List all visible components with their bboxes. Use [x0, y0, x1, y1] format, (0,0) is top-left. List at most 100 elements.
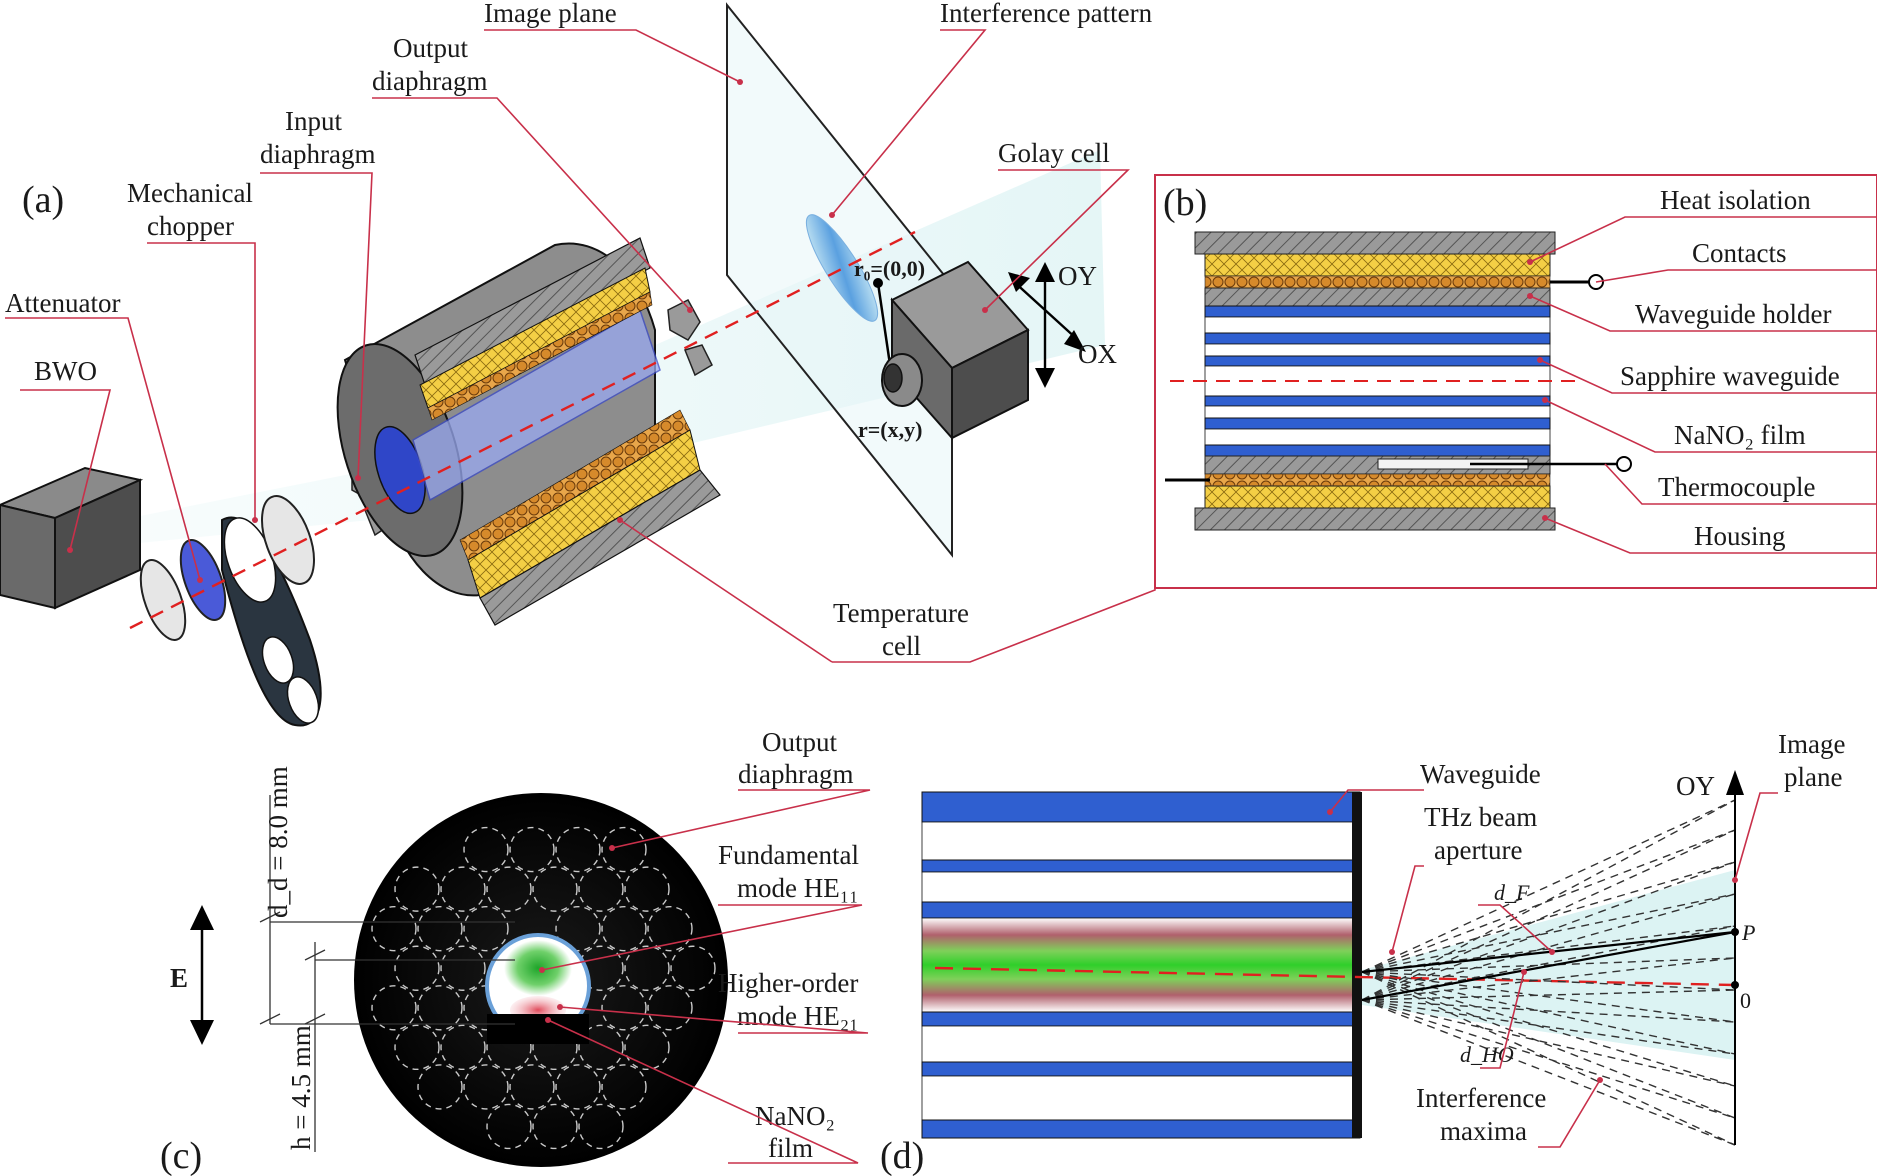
contacts-label: Contacts — [1692, 238, 1787, 268]
fiber-ring — [624, 1024, 670, 1071]
panel-b-label: (b) — [1163, 182, 1207, 224]
fiber-ring — [578, 1103, 624, 1150]
leader-lines-d — [1327, 789, 1778, 1148]
interference-ray — [1361, 799, 1736, 973]
fiber-ring — [555, 826, 601, 873]
fiber-ring — [463, 905, 509, 952]
panel-a-label: (a) — [22, 179, 64, 221]
fiber-ring — [440, 866, 486, 912]
e-field-label: E — [170, 963, 188, 993]
fiber-ring — [417, 1064, 463, 1110]
interference-ray — [1361, 799, 1736, 1001]
interference-ray — [1361, 999, 1736, 1023]
fiber-ring — [647, 985, 693, 1031]
interference-ray — [1361, 971, 1736, 1023]
fiber-ring — [601, 826, 647, 873]
fiber-ring — [371, 905, 417, 952]
interference-ray — [1361, 971, 1736, 1055]
interference-ray — [1361, 989, 1736, 1001]
interference-ray — [1361, 861, 1736, 973]
fiber-ring — [394, 1024, 440, 1071]
waveguide-holder-label: Waveguide holder — [1635, 299, 1832, 329]
interference-maxima-label-2: maxima — [1440, 1116, 1527, 1146]
c-nano2-film-label-1: NaNO₂ — [755, 1101, 835, 1131]
fiber-ring — [624, 945, 670, 991]
fiber-ring — [555, 905, 601, 952]
temperature-cell-label-2: cell — [882, 631, 921, 661]
dF-label: d_F — [1494, 880, 1530, 905]
housing-label: Housing — [1694, 521, 1786, 551]
h-dimension-label: h = 4.5 mm — [286, 1025, 316, 1150]
panel-b: (b) — [1154, 174, 1877, 589]
output-diaphragm-label-1: Output — [393, 33, 469, 63]
interference-ray — [1361, 971, 1736, 1087]
fiber-ring — [394, 866, 440, 912]
fiber-ring — [371, 985, 417, 1031]
fiber-ring — [578, 866, 624, 912]
sapphire-waveguide-label: Sapphire waveguide — [1620, 361, 1840, 391]
beam-aperture-label-2: aperture — [1434, 835, 1522, 865]
bwo-label: BWO — [34, 356, 97, 386]
c-output-diaphragm-label-2: diaphragm — [738, 759, 853, 789]
fundamental-mode-label-1: Fundamental — [718, 840, 859, 870]
fiber-ring — [440, 945, 486, 991]
higher-order-mode-label-1: Higher-order — [718, 968, 858, 998]
fiber-ring — [555, 1064, 601, 1110]
fundamental-mode-spot — [504, 940, 572, 996]
c-output-diaphragm-label-1: Output — [762, 727, 838, 757]
fiber-ring — [624, 866, 670, 912]
fiber-ring — [417, 985, 463, 1031]
axis-arrows — [1008, 262, 1086, 388]
interference-ray — [1361, 999, 1736, 1146]
fiber-ring — [463, 1064, 509, 1110]
interference-maxima-label-1: Interference — [1416, 1083, 1546, 1113]
interference-ray — [1361, 971, 1736, 1146]
path-lines — [1361, 930, 1736, 1002]
chopper-label-1: Mechanical — [127, 178, 253, 208]
interference-ray — [1361, 829, 1736, 1001]
fiber-ring — [578, 1024, 624, 1071]
fiber-ring — [463, 826, 509, 873]
attenuator-label: Attenuator — [5, 288, 120, 318]
fundamental-mode-label-2: mode HE₁₁ — [737, 873, 859, 903]
waveguide-stack — [921, 791, 1362, 1139]
mechanical-chopper — [221, 516, 322, 727]
output-diaphragm-label-2: diaphragm — [372, 66, 487, 96]
input-diaphragm-label-2: diaphragm — [260, 139, 375, 169]
interference-ray — [1361, 861, 1736, 1001]
r0-label: r₀=(0,0) — [854, 256, 925, 281]
attenuator-window — [139, 559, 187, 641]
panel-d-label: (d) — [880, 1135, 924, 1176]
fiber-ring — [486, 1103, 532, 1150]
dd-dimension-label: d_d = 8.0 mm — [263, 766, 293, 918]
temperature-cell — [336, 237, 721, 626]
panel-b-frame — [1154, 174, 1877, 589]
fiber-ring — [601, 1064, 647, 1110]
interference-pattern — [805, 214, 879, 322]
fiber-ring — [670, 945, 716, 991]
input-window — [261, 495, 315, 585]
d-image-plane-label-1: Image — [1778, 729, 1845, 759]
e-field-arrow — [190, 905, 214, 1045]
r-label: r=(x,y) — [858, 417, 922, 442]
higher-order-mode-label-2: mode HE₂₁ — [737, 1001, 859, 1031]
d-image-plane-label-2: plane — [1784, 762, 1842, 792]
interference-ray — [1361, 999, 1736, 1087]
optical-axis — [129, 230, 916, 630]
leader-lines-b — [1527, 216, 1877, 554]
waveguide-section — [1165, 231, 1632, 531]
d-oy-label: OY — [1676, 771, 1715, 801]
panel-d: (d) OY P 0 — [880, 729, 1845, 1176]
image-plane-label: Image plane — [484, 0, 617, 28]
panel-c-label: (c) — [160, 1135, 202, 1176]
waveguide-label: Waveguide — [1420, 759, 1541, 789]
fiber-ring — [417, 905, 463, 952]
fiber-ring — [486, 866, 532, 912]
panel-a: (a) — [0, 0, 1156, 727]
interference-ray — [1361, 971, 1736, 991]
thermocouple-label: Thermocouple — [1658, 472, 1815, 502]
fiber-ring — [532, 866, 578, 912]
p-label: P — [1741, 920, 1755, 945]
interference-ray — [1361, 999, 1736, 1119]
